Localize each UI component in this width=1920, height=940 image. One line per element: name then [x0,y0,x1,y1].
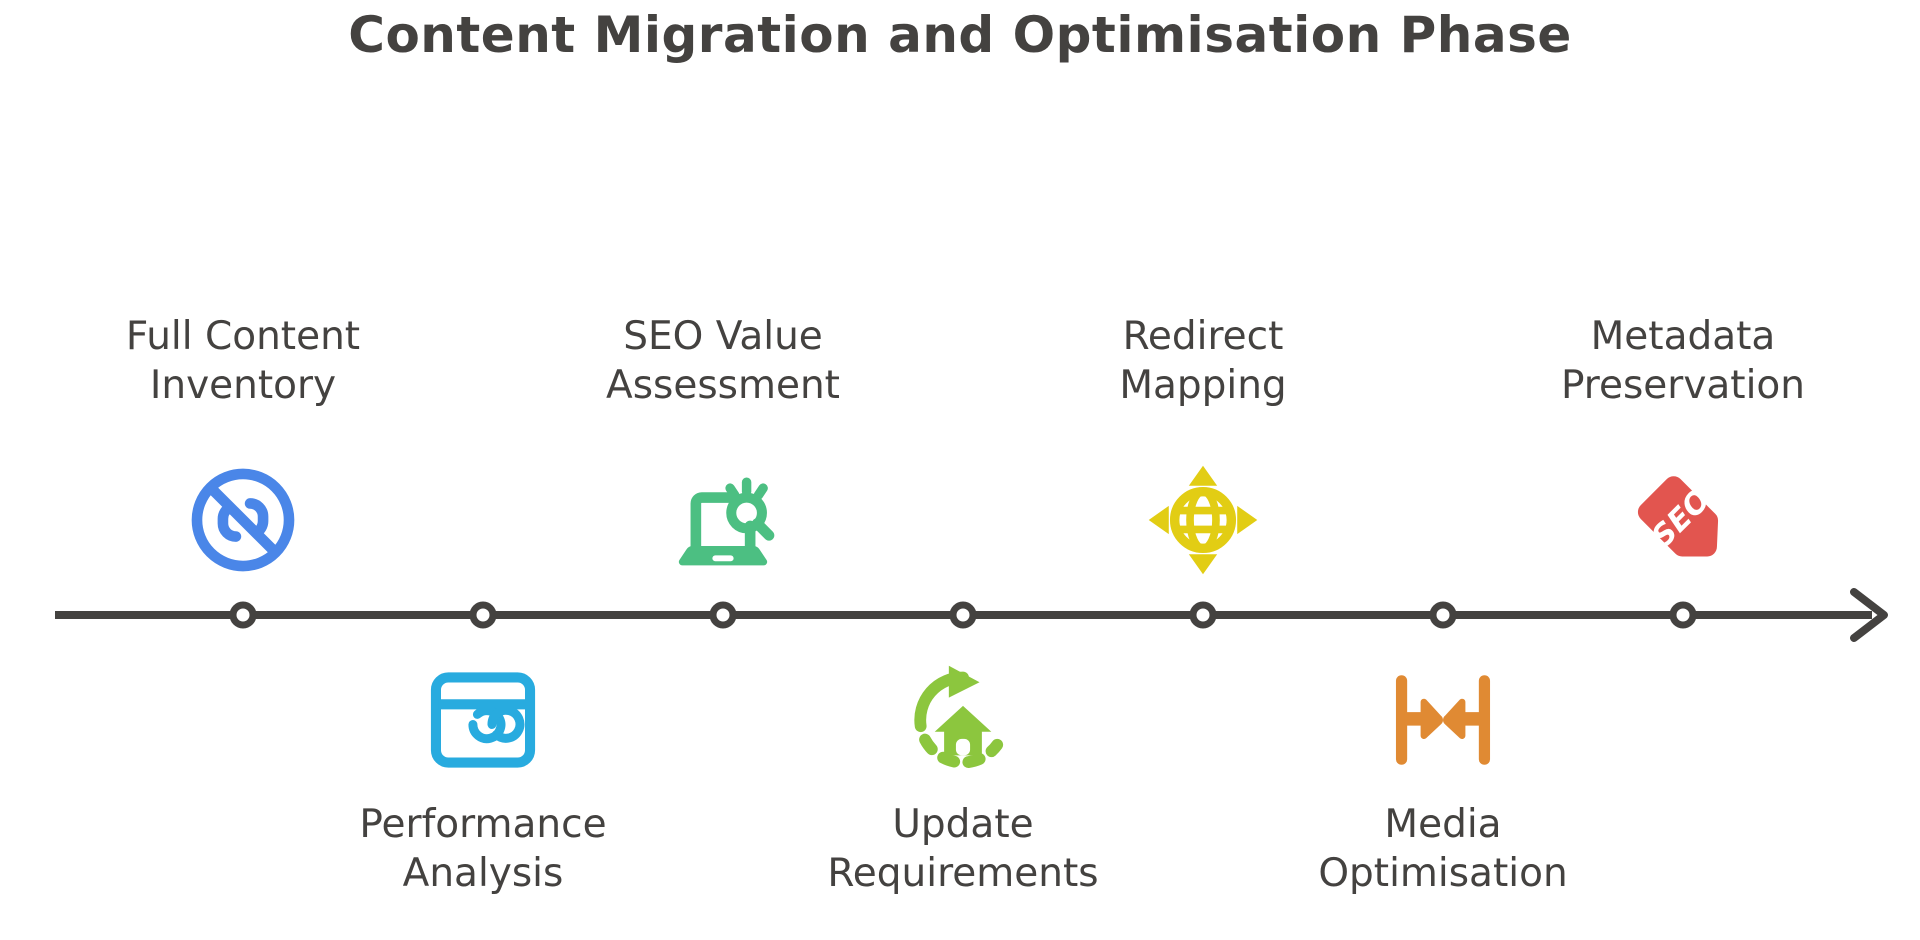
milestone-label: Update Requirements [827,802,1099,897]
milestone-label: Performance Analysis [359,802,607,897]
milestone-update-requirements[interactable]: Update Requirements [813,0,1113,940]
timeline-node[interactable] [469,601,497,629]
laptop-search-icon [573,455,873,585]
seo-tag-icon: SEO [1533,455,1833,585]
timeline-node[interactable] [229,601,257,629]
timeline-nodes [229,601,1697,629]
milestone-performance-analysis[interactable]: Performance Analysis [333,0,633,940]
timeline-node[interactable] [949,601,977,629]
milestone-label: SEO Value Assessment [606,314,840,409]
compress-horizontal-icon [1293,655,1593,785]
milestone-label: Redirect Mapping [1119,314,1287,409]
house-refresh-icon [813,655,1113,785]
milestone-redirect-mapping[interactable]: Redirect Mapping [1053,0,1353,940]
milestone-label: Media Optimisation [1318,802,1568,897]
browser-loading-icon [333,655,633,785]
timeline-node[interactable] [1669,601,1697,629]
timeline-node[interactable] [1429,601,1457,629]
milestone-label: Full Content Inventory [125,314,361,409]
milestone-metadata-preservation[interactable]: Metadata Preservation SEO [1533,0,1833,940]
no-link-icon [93,455,393,585]
timeline-arrowhead [1850,588,1888,642]
globe-move-icon [1053,455,1353,585]
timeline-node[interactable] [709,601,737,629]
page-title: Content Migration and Optimisation Phase [348,6,1572,64]
milestone-media-optimisation[interactable]: Media Optimisation [1293,0,1593,940]
milestone-seo-value-assessment[interactable]: SEO Value Assessment [573,0,873,940]
milestone-label: Metadata Preservation [1560,314,1806,409]
timeline-axis [55,588,1888,642]
milestone-full-content-inventory[interactable]: Full Content Inventory [93,0,393,940]
timeline-node[interactable] [1189,601,1217,629]
